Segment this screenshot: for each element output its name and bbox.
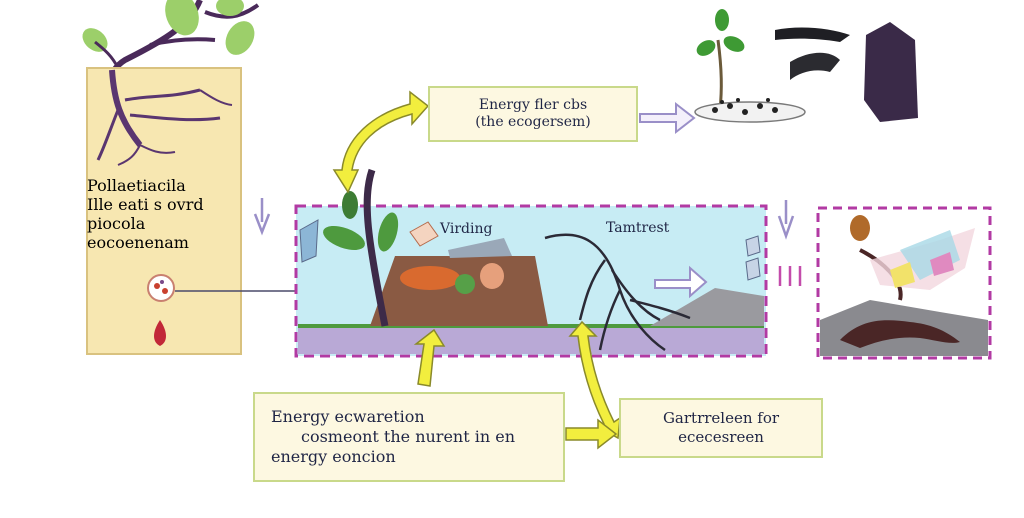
charcoal-icon bbox=[775, 22, 918, 122]
label-line: (the ecogersem) bbox=[475, 114, 591, 130]
label-line: energy eoncion bbox=[271, 447, 396, 466]
roots-icon bbox=[544, 233, 691, 352]
left-panel-line: eocoenenam bbox=[87, 233, 189, 252]
dashes-connector bbox=[778, 266, 802, 286]
down-arrow-icon bbox=[253, 198, 795, 240]
seedling-icon bbox=[694, 9, 806, 123]
seed-icon bbox=[147, 274, 175, 302]
ecosystem-label-box: Gartrreleen for ececesreen bbox=[619, 398, 823, 458]
label-line: cosmeont the nurent in en bbox=[301, 427, 516, 446]
label-line: Gartrreleen for bbox=[662, 409, 780, 428]
drop-icon bbox=[154, 320, 166, 346]
label-line: ececesreen bbox=[678, 428, 764, 446]
label-line: Energy fler cbs bbox=[478, 96, 588, 113]
scene-label-middle: Virding bbox=[439, 221, 492, 237]
left-panel-line: piocola bbox=[87, 214, 146, 233]
roots-icon bbox=[96, 69, 233, 166]
left-panel-line: Ille eati s ovrd bbox=[87, 195, 204, 214]
energy-flow-label-box: Energy fler cbs (the ecogersem) bbox=[428, 86, 638, 142]
left-panel-line: Pollaetiacila bbox=[87, 176, 186, 195]
yellow-arrow bbox=[332, 90, 621, 450]
left-panel-text: Pollaetiacila Ille eati s ovrd piocola e… bbox=[87, 176, 241, 252]
purple-arrow bbox=[639, 101, 696, 135]
energy-conversion-label-box: Energy ecwaretion cosmeont the nurent in… bbox=[253, 392, 565, 482]
plant-icon bbox=[323, 168, 399, 327]
label-line: Energy ecwaretion bbox=[271, 407, 425, 426]
scene-label-right: Tamtrest bbox=[606, 220, 670, 236]
